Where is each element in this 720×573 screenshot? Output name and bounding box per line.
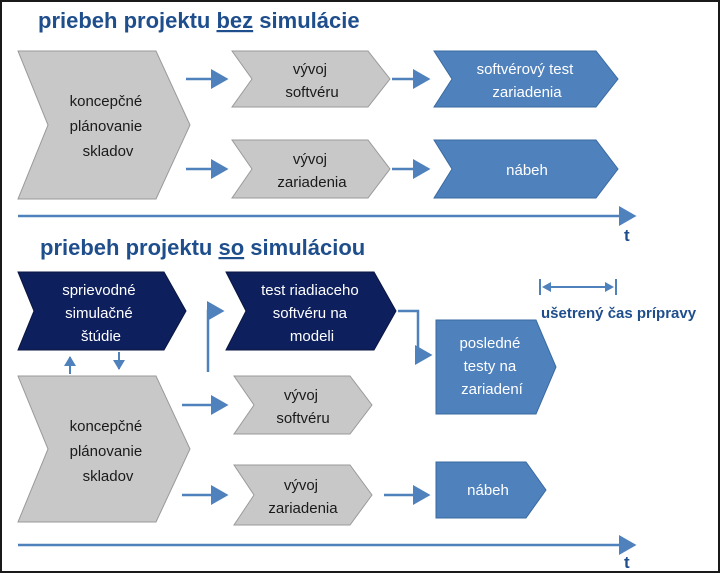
bottom-time-label: t: [624, 553, 630, 572]
bottom-planning-label: koncepčné plánovanie skladov: [70, 418, 147, 485]
top-time-label: t: [624, 226, 630, 245]
top-sw-test-label: softvérový test zariadenia: [477, 61, 578, 101]
bottom-studies-label: sprievodné simulačné štúdie: [62, 282, 140, 345]
arrow-model-test-to-final-tests: [398, 309, 433, 365]
bottom-dev-device-chevron: vývoj zariadenia: [233, 464, 373, 526]
top-dev-device-label: vývoj zariadenia: [277, 151, 347, 191]
bottom-dev-device-label: vývoj zariadenia: [268, 477, 338, 517]
arrow-planning-to-model-test: [206, 301, 225, 372]
bottom-model-test-label: test riadiaceho softvéru na modeli: [261, 282, 363, 345]
bottom-studies-chevron: sprievodné simulačné štúdie: [17, 271, 187, 351]
top-dev-software-label: vývoj softvéru: [285, 61, 338, 101]
saved-time-span: [539, 279, 617, 295]
top-title: priebeh projektu bez simulácie: [38, 8, 360, 33]
top-startup-chevron: nábeh: [433, 139, 619, 199]
bottom-final-tests-label: posledné testy na zariadení: [459, 335, 524, 398]
bottom-dev-software-chevron: vývoj softvéru: [233, 375, 373, 435]
top-sw-test-chevron: softvérový test zariadenia: [433, 50, 619, 108]
top-dev-device-chevron: vývoj zariadenia: [231, 139, 391, 199]
bottom-dev-software-label: vývoj softvéru: [276, 387, 329, 427]
bottom-model-test-chevron: test riadiaceho softvéru na modeli: [225, 271, 397, 351]
top-startup-label: nábeh: [506, 162, 548, 179]
top-planning-label: koncepčné plánovanie skladov: [70, 93, 147, 160]
bottom-planning-chevron: koncepčné plánovanie skladov: [17, 375, 191, 523]
bottom-startup-chevron: nábeh: [435, 461, 547, 519]
top-planning-chevron: koncepčné plánovanie skladov: [17, 50, 191, 200]
top-dev-software-chevron: vývoj softvéru: [231, 50, 391, 108]
bottom-title: priebeh projektu so simuláciou: [40, 235, 365, 260]
saved-time-label: ušetrený čas prípravy: [541, 305, 697, 322]
bottom-startup-label: nábeh: [467, 482, 509, 499]
bottom-final-tests-chevron: posledné testy na zariadení: [435, 319, 557, 415]
